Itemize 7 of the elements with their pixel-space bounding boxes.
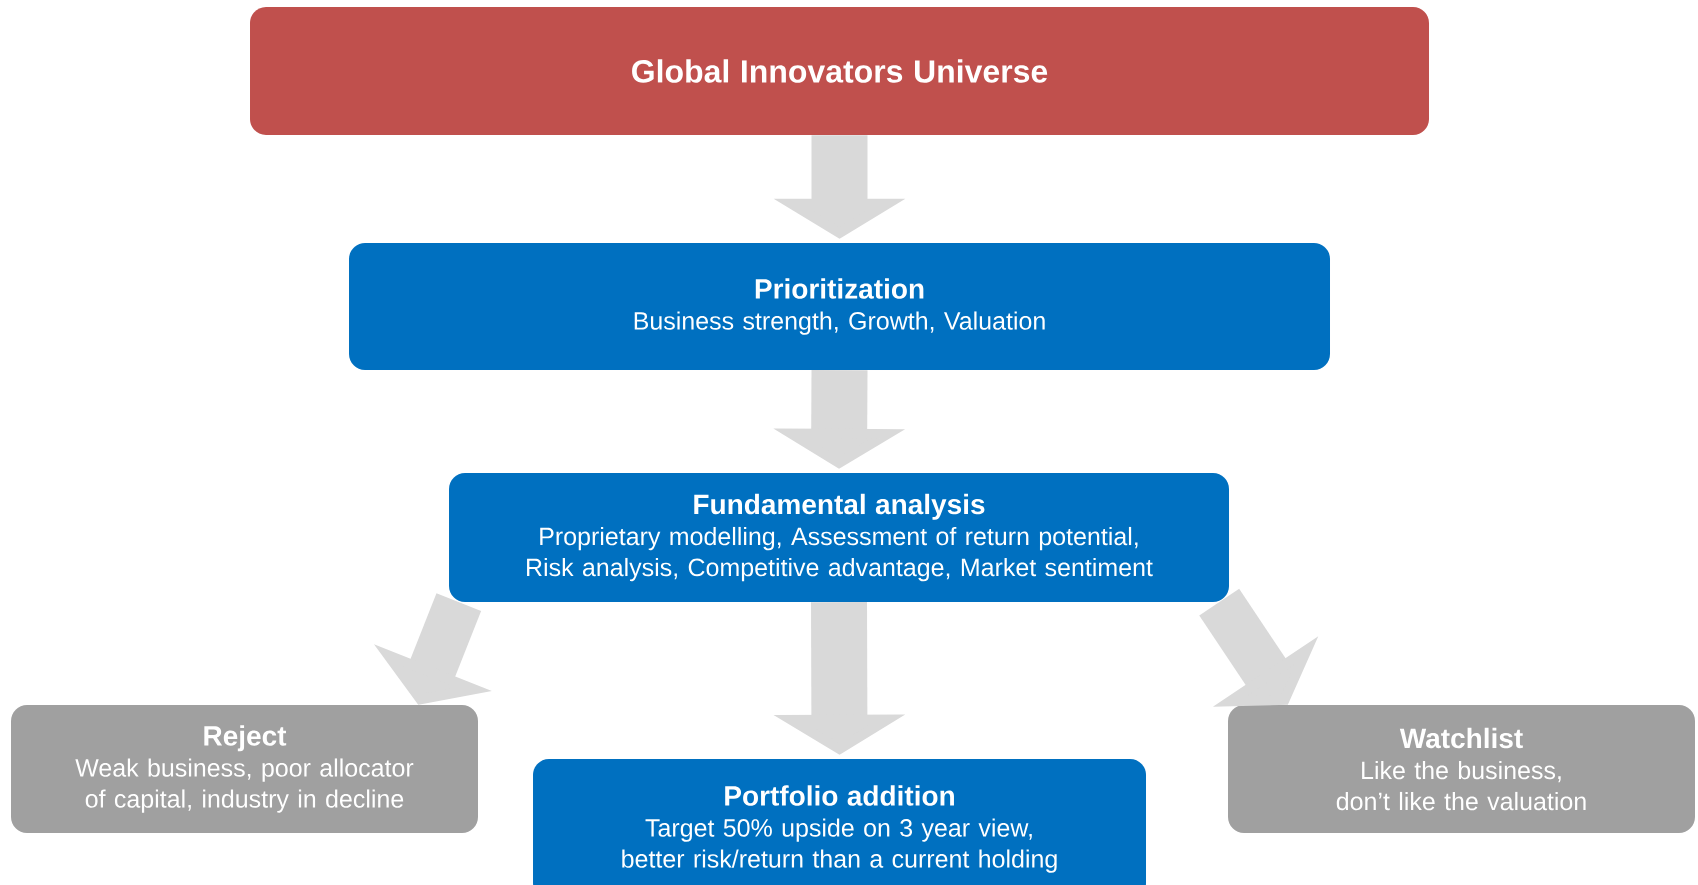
process-box: Portfolio addition Target 50% upside on 3 year view, better risk/return than a current holding (533, 759, 1146, 885)
process-box: Prioritization Business strength, Growth, Valuation (349, 243, 1330, 370)
outcome-box: Reject Weak business, poor allocator of capital, industry in decline (11, 705, 478, 833)
process-box: Fundamental analysis Proprietary modelling, Assessment of return potential, Risk analysis, Competitive advantage, Market sentiment (449, 473, 1229, 602)
block-arrow (1199, 588, 1319, 707)
outcome-box: Watchlist Like the business, don’t like the valuation (1228, 705, 1695, 833)
universe-box: Global Innovators Universe (250, 7, 1429, 135)
